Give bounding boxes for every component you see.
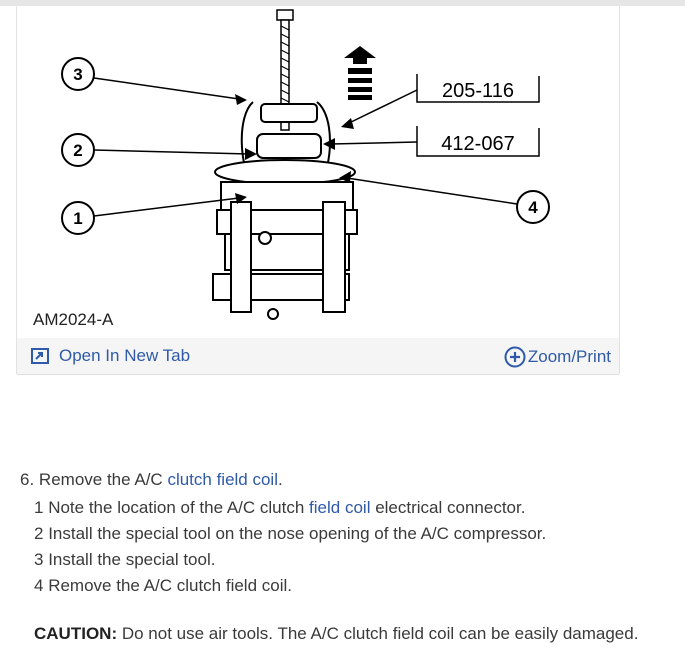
tool-number-412-067: 412-067 xyxy=(441,133,514,155)
figure-toolbar: Open In New Tab Zoom/Print xyxy=(17,338,619,375)
clutch-field-coil-link[interactable]: clutch field coil xyxy=(167,470,278,489)
substep-text: Install the special tool. xyxy=(48,550,216,569)
puller xyxy=(240,101,331,187)
compressor-diagram: 3 2 1 4 205-116 412-06 xyxy=(61,9,550,320)
caution-note: CAUTION: Do not use air tools. The A/C c… xyxy=(34,624,638,644)
substep-item: 1 Note the location of the A/C clutch fi… xyxy=(34,495,660,521)
callout-3: 3 xyxy=(73,65,82,84)
step-text-end: . xyxy=(278,470,283,489)
procedure-step: 6. Remove the A/C clutch field coil. 1 N… xyxy=(20,469,660,599)
substep-item: 2 Install the special tool on the nose o… xyxy=(34,521,660,547)
forcing-screw xyxy=(276,9,294,131)
substep-number: 4 xyxy=(34,576,44,595)
figure-card: 3 2 1 4 205-116 412-06 xyxy=(16,6,620,375)
direction-arrow xyxy=(344,46,376,100)
figure-code: AM2024-A xyxy=(33,310,114,329)
caution-text: Do not use air tools. The A/C clutch fie… xyxy=(121,624,639,643)
field-coil-link[interactable]: field coil xyxy=(309,498,371,517)
substep-number: 1 xyxy=(34,498,44,517)
callout-1-circle xyxy=(61,201,95,235)
tool-number-205-116: 205-116 xyxy=(442,80,514,102)
callout-3-circle xyxy=(61,57,95,91)
callout-2: 2 xyxy=(73,141,82,160)
open-in-new-tab-icon xyxy=(31,348,49,364)
top-divider xyxy=(0,0,685,6)
step-number: 6. xyxy=(20,470,35,489)
caution-label: CAUTION: xyxy=(34,624,118,643)
substep-text: Install the special tool on the nose ope… xyxy=(48,524,547,543)
plus-circle-icon xyxy=(504,346,526,368)
zoom-print-label: Zoom/Print xyxy=(527,347,611,366)
open-in-new-tab-label: Open In New Tab xyxy=(59,346,191,365)
substep-item: 4 Remove the A/C clutch field coil. xyxy=(34,573,660,599)
substep-number: 2 xyxy=(34,524,44,543)
substep-text: Remove the A/C clutch field coil. xyxy=(48,576,292,595)
step-text: Remove the A/C xyxy=(38,470,163,489)
callout-4: 4 xyxy=(528,198,538,217)
substep-list: 1 Note the location of the A/C clutch fi… xyxy=(34,495,660,599)
substep-item: 3 Install the special tool. xyxy=(34,547,660,573)
substep-text-end: electrical connector. xyxy=(375,498,526,517)
callout-1: 1 xyxy=(73,209,82,228)
compressor-body xyxy=(212,159,358,320)
zoom-print-link[interactable]: Zoom/Print xyxy=(504,346,611,368)
step-heading: 6. Remove the A/C clutch field coil. xyxy=(20,469,660,491)
open-in-new-tab-link[interactable]: Open In New Tab xyxy=(31,346,190,366)
substep-text: Note the location of the A/C clutch xyxy=(48,498,305,517)
substep-number: 3 xyxy=(34,550,44,569)
callout-4-circle xyxy=(516,190,550,224)
